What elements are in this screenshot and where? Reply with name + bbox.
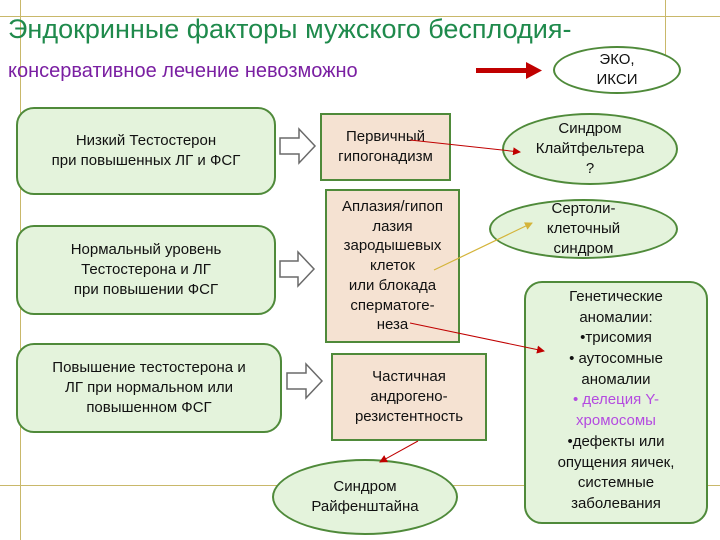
reifenstein-oval: Синдром Райфенштайна — [272, 459, 458, 535]
red-arrow-eko — [476, 62, 542, 79]
slide-subtitle: консервативное лечение невозможно — [8, 60, 358, 82]
outline-arrow-2 — [279, 250, 316, 288]
germ-cell-aplasia-box: Аплазия/гипоп лазия зародышевых клеток и… — [325, 189, 460, 343]
gold-connector-sertoli — [433, 222, 533, 271]
outline-arrow-1 — [279, 127, 317, 165]
slide-title: Эндокринные факторы мужского бесплодия- — [8, 14, 572, 44]
androgen-resistance-box: Частичная андрогено- резистентность — [331, 353, 487, 441]
genetic-item-defects: •дефекты или опущения яичек, системные з… — [557, 432, 675, 512]
eko-ixi-oval: ЭКО, ИКСИ — [553, 46, 681, 94]
red-connector-genetic — [409, 322, 545, 354]
red-connector-reifenstein — [379, 440, 419, 463]
normal-testosterone-box: Нормальный уровень Тестостерона и ЛГ при… — [16, 225, 276, 315]
low-testosterone-box: Низкий Тестостерон при повышенных ЛГ и Ф… — [16, 107, 276, 195]
genetic-title: Генетические аномалии: — [569, 288, 663, 326]
outline-arrow-3 — [286, 362, 324, 400]
genetic-item-y-deletion: • делеция Y- хромосомы — [573, 391, 659, 430]
high-testosterone-box: Повышение тестостерона и ЛГ при нормальн… — [16, 343, 282, 433]
red-connector-klinefelter — [409, 139, 521, 156]
genetic-anomalies-box: Генетические аномалии: •трисомия • аутос… — [524, 281, 708, 524]
deco-line-top — [0, 16, 720, 17]
primary-hypogonadism-box: Первичный гипогонадизм — [320, 113, 451, 181]
deco-line-right — [665, 0, 666, 70]
genetic-item-autosomal: • аутосомные аномалии — [569, 350, 663, 388]
genetic-item-trisomy: •трисомия — [580, 329, 652, 347]
klinefelter-oval: Синдром Клайтфельтера ? — [502, 113, 678, 185]
